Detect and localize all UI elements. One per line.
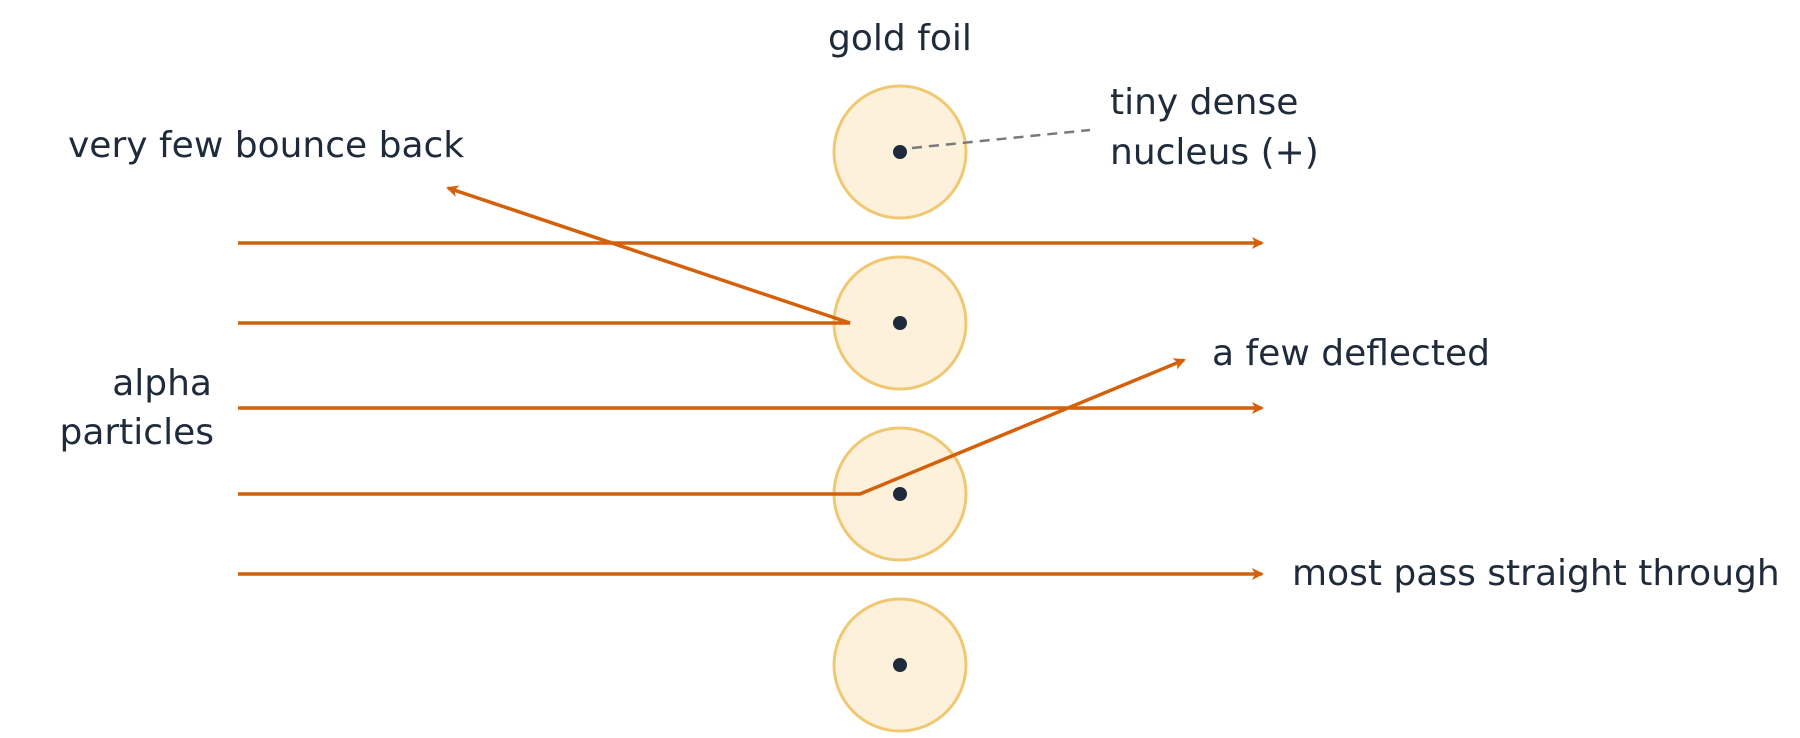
nucleus-dot <box>893 487 907 501</box>
straight-through-label: most pass straight through <box>1292 553 1780 594</box>
alpha-particles-label-line1: alpha <box>112 363 212 404</box>
nucleus-dot <box>893 658 907 672</box>
alpha-particle-paths <box>238 185 1264 580</box>
gold-atom-2 <box>832 255 968 391</box>
nucleus-label-line1: tiny dense <box>1110 82 1298 123</box>
gold-atom-4 <box>832 597 968 733</box>
deflected-path <box>238 358 1186 496</box>
nucleus-leader-line <box>911 128 1091 150</box>
gold-foil-label: gold foil <box>828 18 972 59</box>
alpha-particles-label-line2: particles <box>59 412 214 453</box>
deflected-label: a few deflected <box>1212 333 1490 374</box>
gold-atom-1 <box>832 84 968 220</box>
bounce-back-path <box>238 185 851 325</box>
nucleus-dot <box>893 316 907 330</box>
nucleus-dot <box>893 145 907 159</box>
nucleus-label-line2: nucleus (+) <box>1110 132 1319 173</box>
bounce-back-label: very few bounce back <box>68 125 464 166</box>
